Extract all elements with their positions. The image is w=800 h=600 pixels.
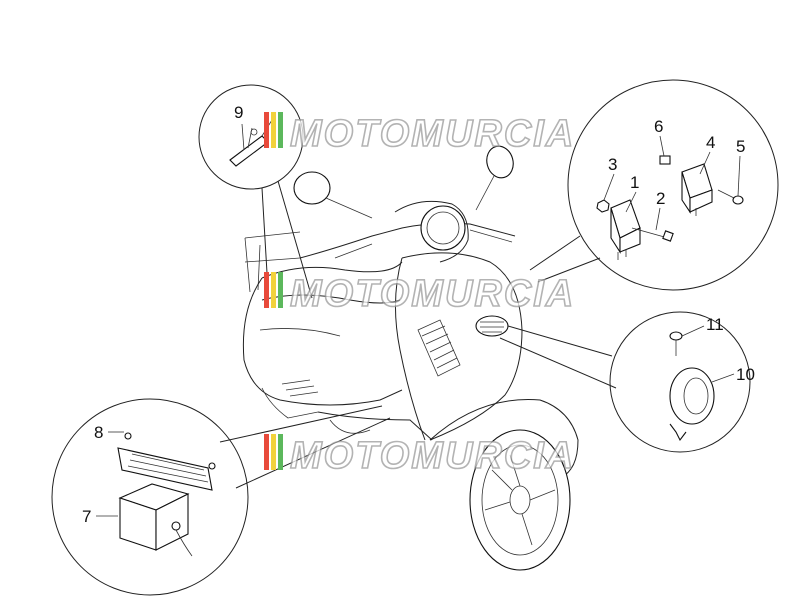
watermark-stripe: [278, 434, 283, 470]
part-5-screw: [717, 189, 744, 205]
watermark-stripe: [264, 272, 269, 308]
detail-circle-top-left: [198, 84, 304, 190]
watermark-stripe: [264, 434, 269, 470]
part-10-horn: [669, 367, 715, 442]
watermark-bottom: MOTOMURCIA: [264, 434, 575, 478]
right-mirror: [486, 145, 514, 179]
callout-8: 8: [94, 423, 103, 442]
watermark-stripe: [278, 112, 283, 148]
callout-5: 5: [736, 137, 745, 156]
part-6-clip: [659, 155, 671, 165]
watermark-stripe: [271, 112, 276, 148]
watermark-middle: MOTOMURCIA: [264, 272, 575, 316]
part-4-relay: [681, 163, 713, 216]
speedometer: [420, 205, 466, 251]
watermark-stripe: [264, 112, 269, 148]
callout-6: 6: [654, 117, 663, 136]
callout-7: 7: [82, 507, 91, 526]
detail-circle-top-right: [567, 79, 779, 291]
watermark-stripe: [271, 434, 276, 470]
leader-lines-horn: [499, 325, 617, 389]
callout-4: 4: [706, 133, 715, 152]
callout-9: 9: [234, 103, 243, 122]
watermark-stripe: [278, 272, 283, 308]
front-wheel: [469, 429, 571, 571]
part-11-screw: [669, 331, 683, 356]
part-2-screw: [631, 227, 674, 242]
watermark-stripe: [271, 272, 276, 308]
leader-lines-relays: [529, 235, 601, 283]
callout-2: 2: [656, 189, 665, 208]
detail-circle-bottom-left: [51, 398, 249, 596]
callout-leaders: [96, 123, 741, 517]
part-1-relay: [610, 199, 641, 260]
callout-3: 3: [608, 155, 617, 174]
part-7-battery: [118, 483, 193, 557]
part-3-nut: [596, 199, 610, 213]
left-mirror: [293, 171, 331, 205]
horn-grille: [475, 315, 509, 337]
watermark-text: MOTOMURCIA: [290, 435, 575, 477]
detail-circle-right: [609, 311, 751, 453]
watermark-text: MOTOMURCIA: [290, 273, 575, 315]
leader-lines-battery: [219, 405, 391, 489]
watermark-top: MOTOMURCIA: [264, 112, 575, 156]
part-8-battery-strap: [117, 432, 216, 491]
callout-11: 11: [706, 315, 724, 334]
callout-labels: 9 3 1 2 6 4 5 11 10 8 7: [82, 103, 755, 526]
watermark-text: MOTOMURCIA: [290, 113, 575, 155]
callout-1: 1: [630, 173, 639, 192]
callout-10: 10: [736, 365, 755, 384]
scooter-illustration: [242, 145, 579, 571]
